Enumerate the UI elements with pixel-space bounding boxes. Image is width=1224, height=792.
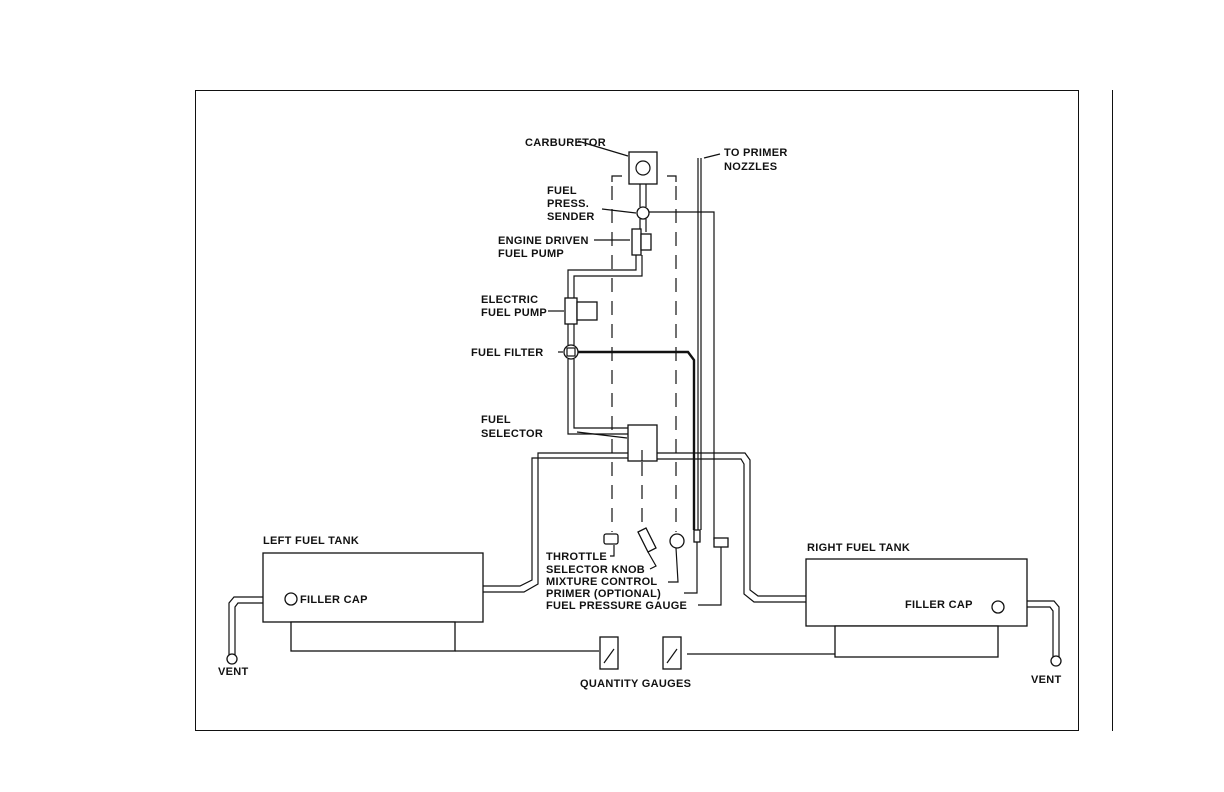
label-fuel-press-3: SENDER bbox=[547, 211, 595, 223]
carburetor bbox=[629, 152, 657, 184]
left-filler-cap bbox=[285, 593, 297, 605]
to-primer-leader bbox=[704, 154, 720, 158]
left-vent-line-b bbox=[235, 603, 263, 655]
label-filler-cap-right: FILLER CAP bbox=[905, 599, 973, 611]
label-electric-pump-2: FUEL PUMP bbox=[481, 307, 547, 319]
pipe-enginepump-electric-b bbox=[574, 255, 642, 298]
fuel-filter bbox=[564, 345, 578, 359]
pipe-right-tank-feed-b bbox=[657, 459, 806, 602]
fuel-pressure-sender bbox=[637, 207, 649, 219]
selector-knob bbox=[638, 528, 656, 552]
throttle-knob bbox=[604, 534, 618, 544]
left-vent-outlet bbox=[227, 654, 237, 664]
label-carburetor: CARBURETOR bbox=[525, 137, 606, 149]
pressure-gauge-leader bbox=[698, 547, 721, 605]
right-vent-line-a bbox=[1027, 601, 1059, 657]
label-vent-right: VENT bbox=[1031, 674, 1062, 686]
pipe-filter-selector-a bbox=[568, 359, 628, 434]
label-right-fuel-tank: RIGHT FUEL TANK bbox=[807, 542, 910, 554]
enclosure-bracket-left bbox=[612, 176, 622, 182]
label-fuel-filter: FUEL FILTER bbox=[471, 347, 544, 359]
label-engine-pump-1: ENGINE DRIVEN bbox=[498, 235, 589, 247]
mixture-leader bbox=[668, 548, 678, 582]
throttle-leader bbox=[610, 545, 614, 556]
label-fuel-press-1: FUEL bbox=[547, 185, 577, 197]
selector-knob-leader bbox=[648, 552, 656, 569]
right-filler-cap bbox=[992, 601, 1004, 613]
fuel-selector-leader bbox=[577, 432, 627, 438]
electric-fuel-pump bbox=[565, 298, 577, 324]
enclosure-bracket-right bbox=[667, 176, 676, 182]
label-engine-pump-2: FUEL PUMP bbox=[498, 248, 564, 260]
pressure-gauge-line bbox=[649, 212, 714, 540]
pipe-right-tank-feed-a bbox=[657, 453, 806, 596]
label-left-fuel-tank: LEFT FUEL TANK bbox=[263, 535, 359, 547]
label-vent-left: VENT bbox=[218, 666, 249, 678]
primer-plunger bbox=[694, 530, 700, 542]
left-fuel-tank bbox=[263, 553, 483, 622]
right-tank-sump bbox=[835, 626, 998, 657]
label-fuel-selector-2: SELECTOR bbox=[481, 428, 543, 440]
label-filler-cap-left: FILLER CAP bbox=[300, 594, 368, 606]
fuel-pressure-gauge bbox=[714, 538, 728, 547]
label-fuel-press-2: PRESS. bbox=[547, 198, 589, 210]
right-fuel-tank bbox=[806, 559, 1027, 626]
electric-pump-motor bbox=[577, 302, 597, 320]
label-quantity-gauges: QUANTITY GAUGES bbox=[580, 678, 691, 690]
label-electric-pump-1: ELECTRIC bbox=[481, 294, 538, 306]
mixture-control-knob bbox=[670, 534, 684, 548]
label-selector-knob: SELECTOR KNOB bbox=[546, 564, 645, 576]
label-fuel-selector-1: FUEL bbox=[481, 414, 511, 426]
right-quantity-gauge bbox=[663, 637, 681, 669]
left-tank-sump bbox=[291, 622, 455, 651]
right-vent-outlet bbox=[1051, 656, 1061, 666]
engine-driven-fuel-pump bbox=[632, 229, 641, 255]
primer-leader bbox=[684, 542, 697, 593]
label-fuel-pressure-gauge: FUEL PRESSURE GAUGE bbox=[546, 600, 687, 612]
left-quantity-gauge bbox=[600, 637, 618, 669]
label-to-primer-1: TO PRIMER bbox=[724, 147, 788, 159]
engine-driven-pump-body bbox=[641, 234, 651, 250]
left-vent-line-a bbox=[229, 597, 263, 655]
right-vent-line-b bbox=[1027, 607, 1053, 657]
label-to-primer-2: NOZZLES bbox=[724, 161, 777, 173]
label-mixture-control: MIXTURE CONTROL bbox=[546, 576, 657, 588]
pipe-filter-selector-b bbox=[574, 359, 628, 428]
label-primer: PRIMER (OPTIONAL) bbox=[546, 588, 661, 600]
sender-leader bbox=[602, 209, 636, 213]
label-throttle: THROTTLE bbox=[546, 551, 607, 563]
